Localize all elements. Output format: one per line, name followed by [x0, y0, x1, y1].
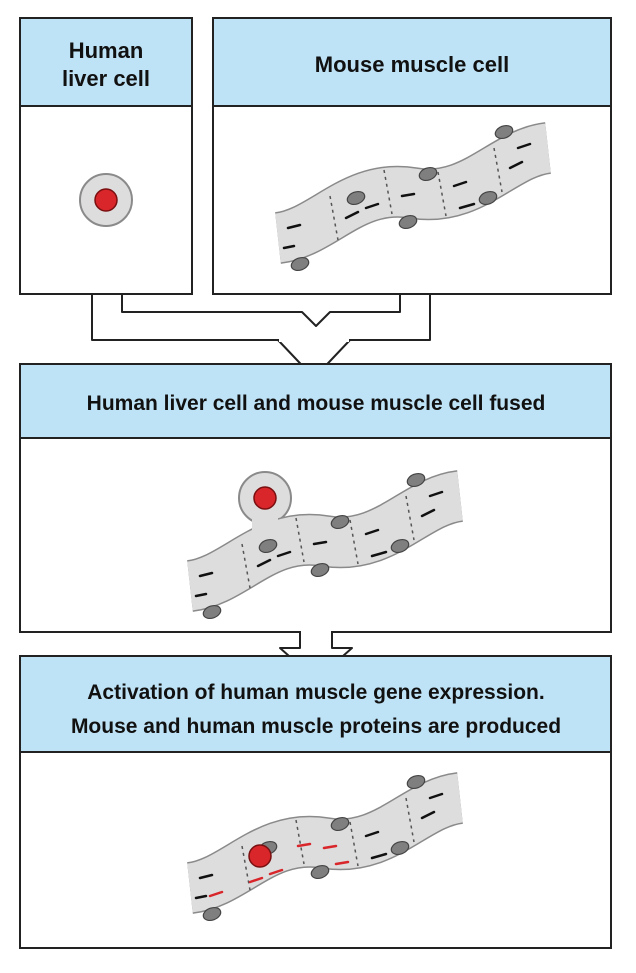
panel-title-line1: Activation of human muscle gene expressi…: [87, 681, 544, 704]
panel-title: Mouse muscle cell: [315, 52, 509, 77]
hybrid-muscle-fiber: [190, 773, 460, 924]
human-nucleus: [253, 486, 277, 510]
panel-title: Human liver cell and mouse muscle cell f…: [87, 392, 546, 415]
fused-muscle-fiber: [190, 471, 460, 622]
panel-header: [212, 17, 612, 107]
human-nucleus: [94, 188, 118, 212]
panel-title-line1: Human: [69, 38, 144, 63]
panel-title-line2: Mouse and human muscle proteins are prod…: [71, 715, 561, 738]
human-liver-cell: [79, 173, 133, 227]
mouse-muscle-proteins: [194, 792, 444, 900]
panel-fused-cells: Human liver cell and mouse muscle cell f…: [19, 363, 612, 633]
panel-header: [19, 17, 193, 107]
human-nucleus: [248, 844, 272, 868]
merge-arrow-icon: [91, 293, 431, 379]
panel-title-line2: liver cell: [62, 66, 150, 91]
panel-human-liver-cell: Human liver cell: [19, 17, 193, 295]
panel-mouse-muscle-cell: Mouse muscle cell: [212, 17, 612, 295]
panel-activation: Activation of human muscle gene expressi…: [19, 655, 612, 949]
panel-header: [19, 655, 612, 753]
panel-header: [19, 363, 612, 439]
human-muscle-proteins: [208, 842, 350, 898]
